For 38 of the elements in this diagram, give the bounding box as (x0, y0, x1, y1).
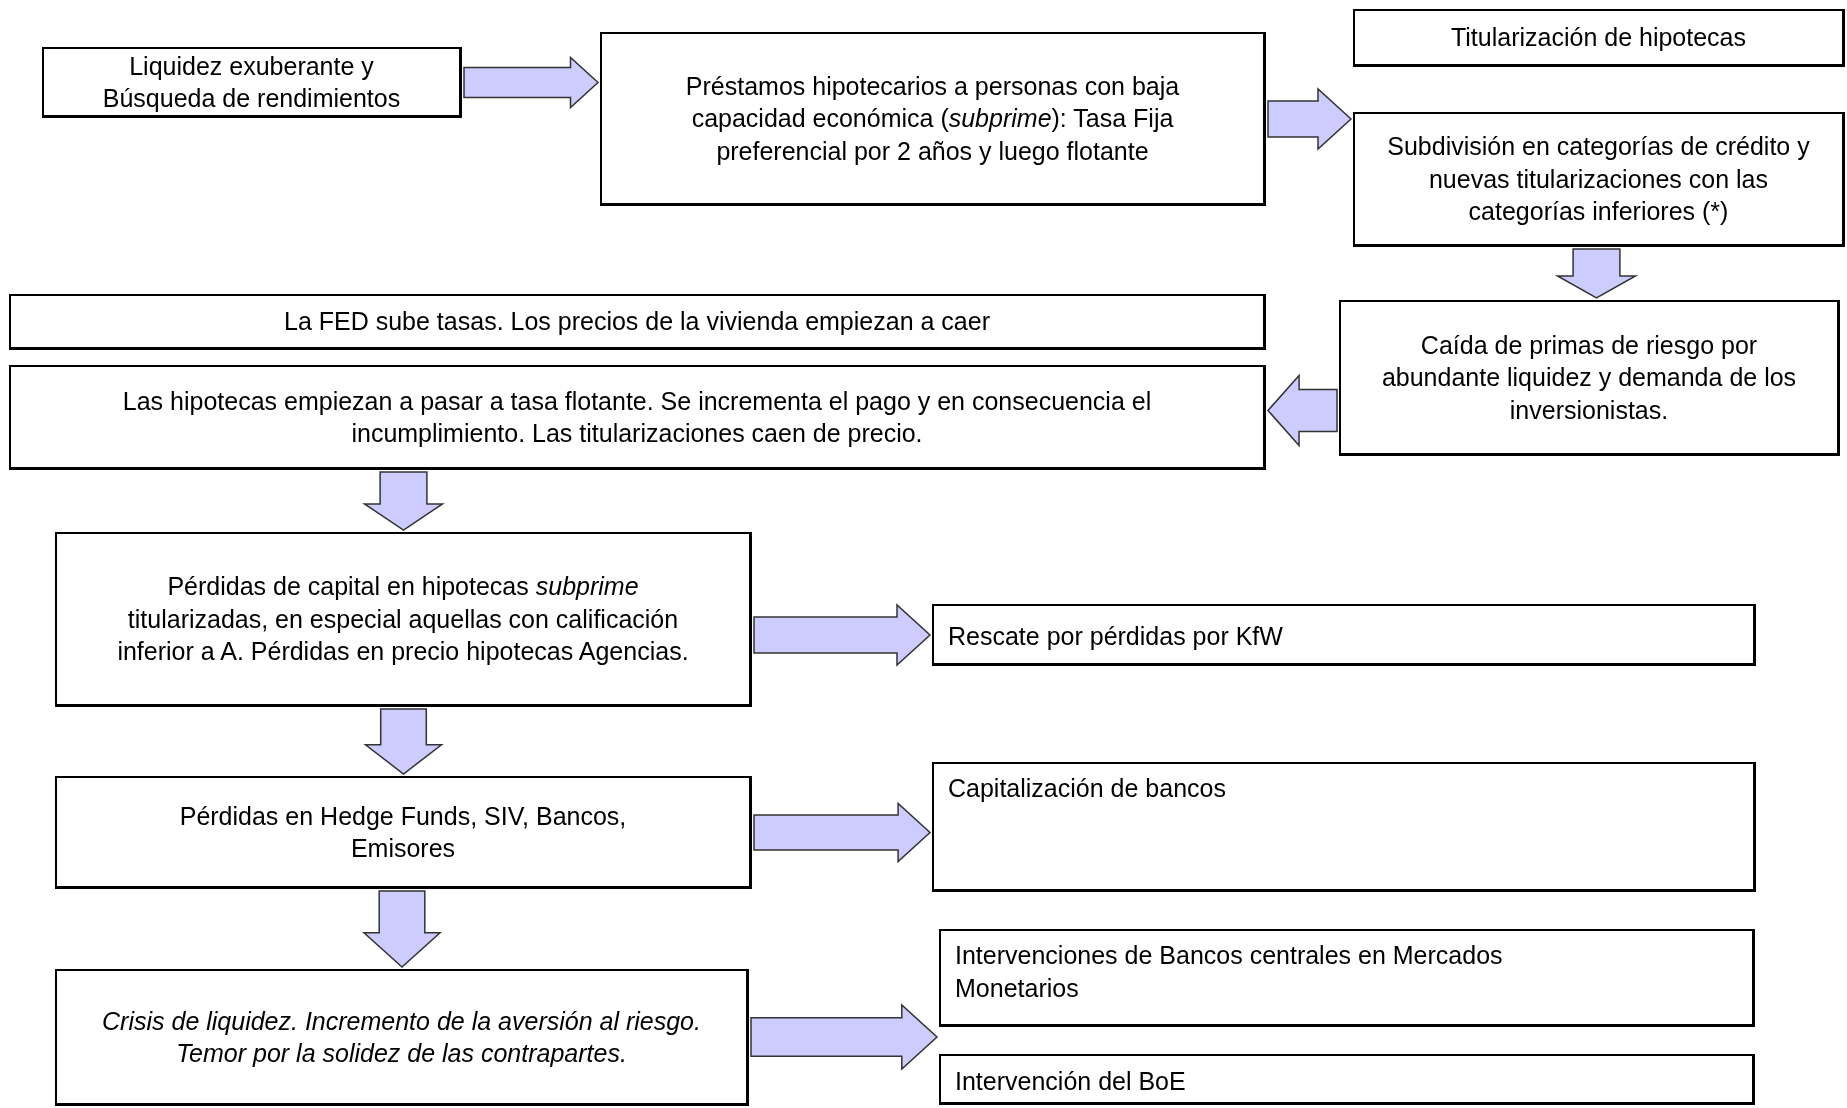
block-arrow (753, 603, 932, 667)
box-text: Pérdidas de capital en hipotecas subprime titularizadas, en especial aquellas con calificación inferior a A. Pérdidas en precio hipotecas Agencias. (116, 571, 690, 668)
process-box (42, 47, 462, 118)
process-box (932, 762, 1756, 892)
box-text: Préstamos hipotecarios a personas con baja capacidad económica (subprime): Tasa Fija preferencial por 2 años y luego flotante (684, 70, 1181, 167)
box-text: La FED sube tasas. Los precios de la vivienda empiezan a caer (283, 306, 991, 338)
block-arrow (1554, 248, 1639, 299)
box-text: Intervención del BoE (955, 1065, 1187, 1097)
process-box (932, 604, 1756, 666)
block-arrow (362, 890, 442, 968)
process-box (55, 969, 749, 1106)
block-arrow (362, 471, 445, 531)
box-text: Titularización de hipotecas (1449, 22, 1748, 54)
process-box (55, 532, 752, 707)
process-box (9, 294, 1266, 350)
block-arrow (750, 1003, 939, 1071)
block-arrow (1267, 373, 1338, 448)
process-box (600, 32, 1266, 206)
box-text: Liquidez exuberante y Búsqueda de rendimientos (101, 50, 402, 114)
box-text: Subdivisión en categorías de crédito y nuevas titularizaciones con las categorías inferiores (*) (1386, 131, 1811, 228)
box-text: Pérdidas en Hedge Funds, SIV, Bancos, Emisores (178, 800, 628, 864)
process-box (9, 365, 1266, 470)
box-text: Las hipotecas empiezan a pasar a tasa flotante. Se incrementa el pago y en consecuencia el incumplimiento. Las titularizaciones caen de precio. (121, 385, 1153, 449)
process-box (1353, 9, 1845, 67)
box-text: Rescate por pérdidas por KfW (948, 621, 1284, 653)
box-text: Intervenciones de Bancos centrales en Mercados Monetarios (955, 940, 1504, 1004)
process-box (1339, 300, 1840, 456)
process-box (1353, 112, 1845, 247)
box-text: Caída de primas de riesgo por abundante liquidez y demanda de los inversionistas. (1380, 329, 1798, 426)
box-text: Crisis de liquidez. Incremento de la aversión al riesgo. Temor por la solidez de las contrapartes. (101, 1005, 702, 1069)
box-text: Capitalización de bancos (948, 773, 1227, 804)
process-box (55, 776, 752, 889)
block-arrow (463, 55, 600, 110)
block-arrow (1267, 87, 1353, 151)
process-box (939, 1054, 1755, 1105)
block-arrow (753, 801, 932, 864)
block-arrow (363, 708, 444, 775)
process-box (939, 929, 1755, 1027)
